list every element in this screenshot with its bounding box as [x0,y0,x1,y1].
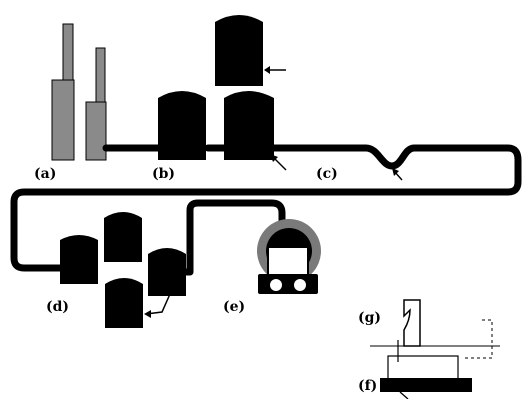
tank-d1 [60,235,98,284]
tank-b3-top [215,15,263,86]
vessel-e-wheel-right [294,279,306,291]
vessel-e [257,219,321,294]
tower-right-upper [95,47,106,109]
tower-left-upper [62,23,74,87]
vessel-e-window [267,246,309,278]
label-e: (e) [223,299,245,315]
tower-left-lower [51,79,75,161]
tower-right-lower [85,101,107,161]
tanks-b [158,15,287,171]
label-f: (f) [358,378,377,394]
tanks-d [60,212,186,328]
arrow-c [392,168,403,181]
apparatus-fg [370,299,500,399]
label-b: (b) [152,166,175,182]
tank-b1 [158,91,206,160]
label-a: (a) [34,166,56,182]
tank-d4 [105,278,143,328]
apparatus-g-body [403,299,421,347]
tank-b2 [224,91,274,160]
label-c: (c) [316,166,338,182]
vessel-e-base [258,274,318,294]
arrow-d-line [145,293,171,315]
label-g: (g) [358,310,381,326]
label-d: (d) [46,299,69,315]
arrow-b2-head [270,154,278,162]
dashed-line [462,319,493,359]
tank-d2 [104,212,142,262]
vessel-e-wheel-left [270,279,282,291]
apparatus-f-plate [380,378,472,392]
tank-d3 [148,248,186,296]
arrow-d-head [144,310,151,318]
pipe-main [10,144,522,272]
arrow-b3-head [264,66,270,74]
pipe-to-e [186,199,286,276]
arrow-f-shaft [399,391,409,399]
towers-a [51,23,107,161]
